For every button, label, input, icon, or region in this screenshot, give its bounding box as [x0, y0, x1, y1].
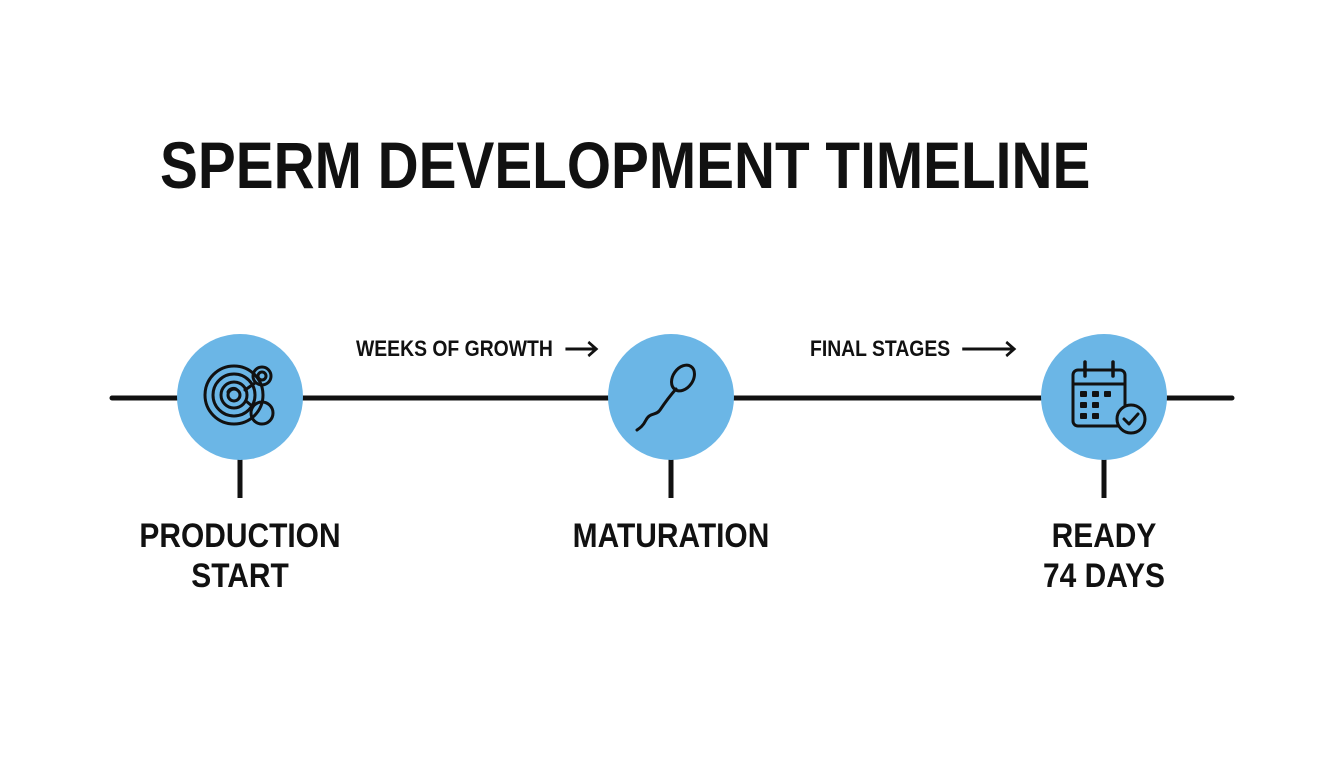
stage-label-line1: MATURATION	[572, 517, 770, 555]
connector-weeks-of-growth: WEEKS OF GROWTH	[356, 336, 599, 362]
page-title: SPERM DEVELOPMENT TIMELINE	[160, 128, 1091, 202]
sperm-icon	[635, 363, 696, 432]
stage-label-line2: START	[191, 557, 289, 595]
stage-label-ready: READY 74 DAYS	[998, 516, 1209, 596]
cell-icon	[203, 364, 275, 426]
stage-label-maturation: MATURATION	[565, 516, 776, 556]
stage-label-production: PRODUCTION START	[134, 516, 345, 596]
connector-final-stages: FINAL STAGES	[810, 336, 1017, 362]
stage-node-production	[177, 334, 303, 460]
stage-label-line1: PRODUCTION	[139, 517, 341, 555]
calendar-check-icon	[1071, 360, 1147, 435]
stage-node-maturation	[608, 334, 734, 460]
connector-label: WEEKS OF GROWTH	[356, 336, 553, 361]
stage-label-line1: READY	[1051, 517, 1157, 555]
connector-label: FINAL STAGES	[810, 336, 951, 361]
arrow-right-icon	[565, 340, 599, 358]
stage-node-ready	[1041, 334, 1167, 460]
arrow-right-icon	[962, 340, 1017, 358]
stage-label-line2: 74 DAYS	[1043, 557, 1165, 595]
